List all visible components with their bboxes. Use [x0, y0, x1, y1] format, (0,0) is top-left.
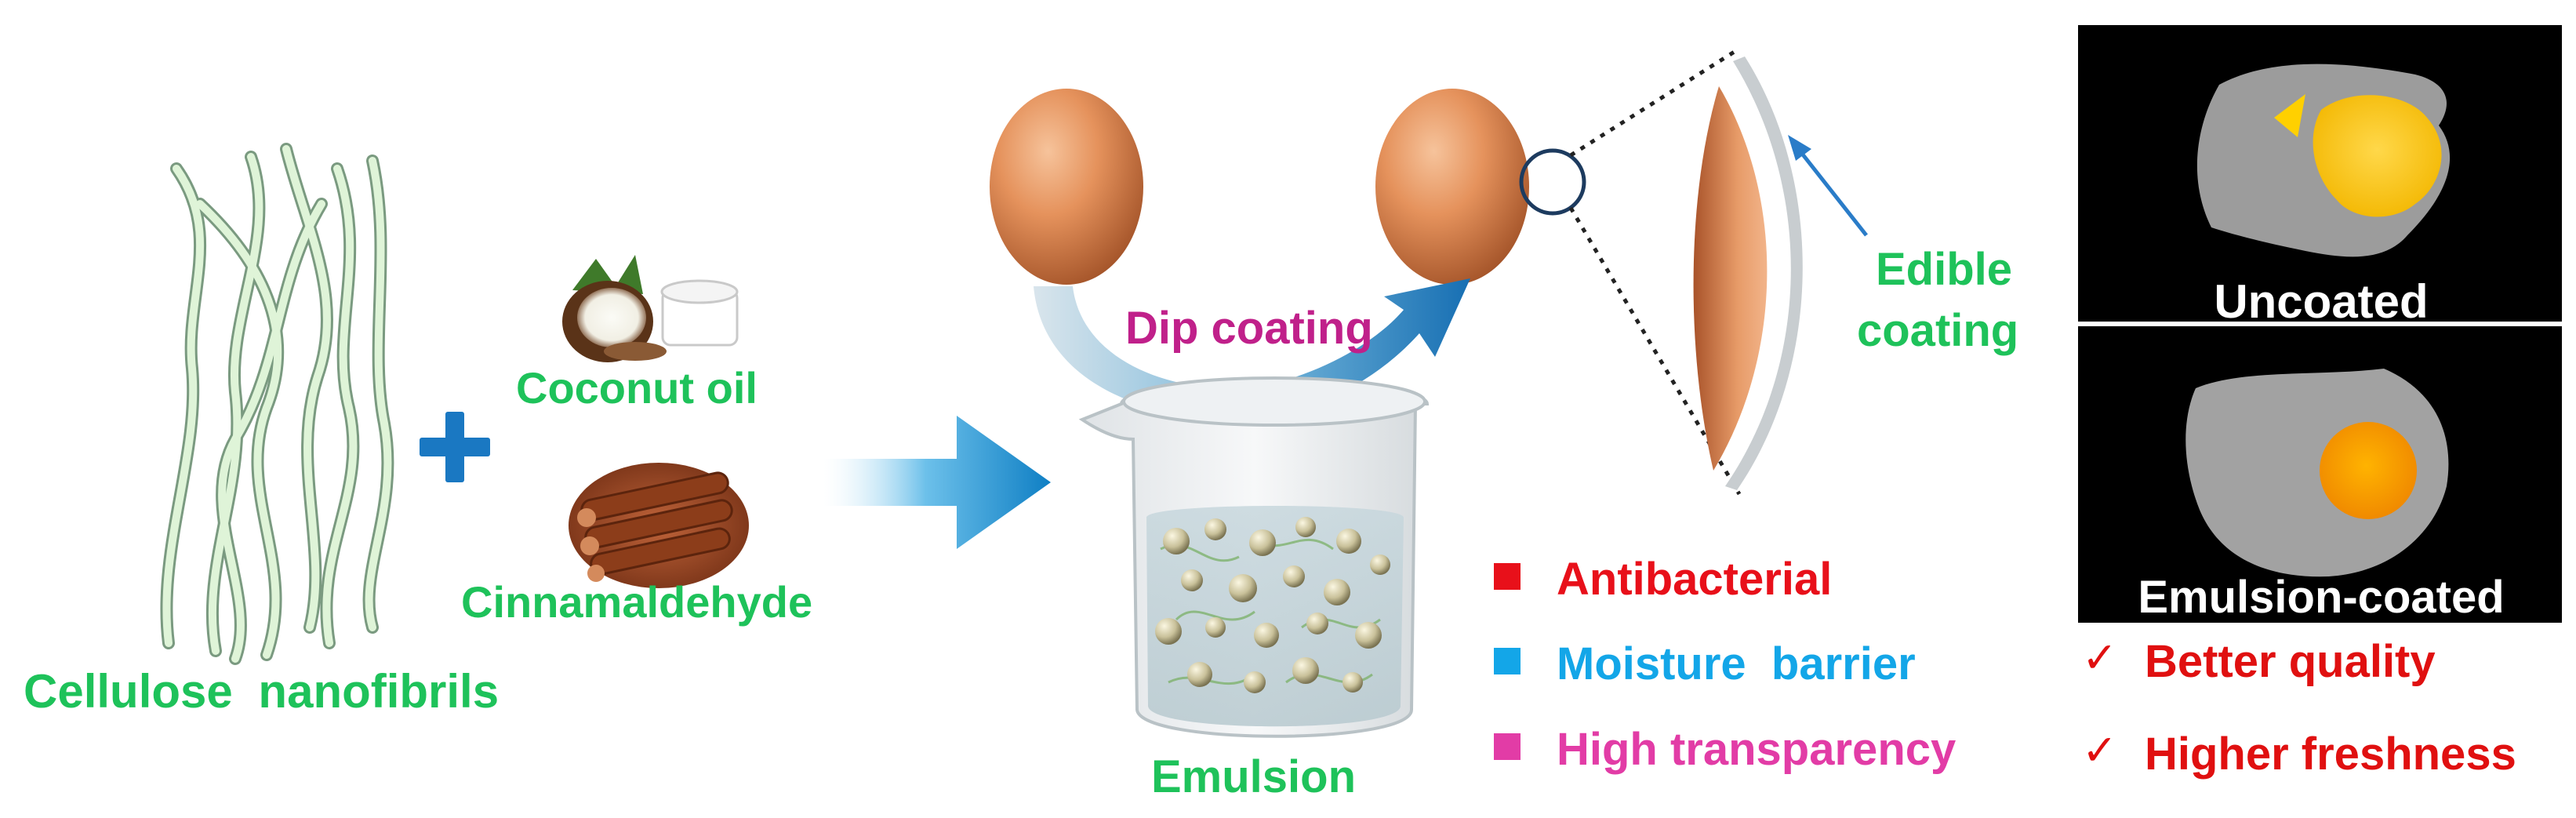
uncoated-caption: Uncoated [2214, 275, 2429, 328]
cellulose-nanofibrils-illustration [160, 143, 394, 665]
moisture-barrier-marker [1494, 648, 1521, 674]
coconut-oil-image [562, 255, 739, 362]
higher-freshness-label: Higher freshness [2145, 729, 2516, 780]
arrow-right-icon [823, 416, 1051, 549]
edible-coating-pointer [1788, 135, 1868, 237]
transparency-marker [1494, 733, 1521, 760]
emulsion-droplets [1155, 517, 1390, 693]
check-icon: ✓ [2082, 725, 2118, 775]
antibacterial-label: Antibacterial [1557, 554, 1833, 605]
emulsion-label: Emulsion [1151, 751, 1357, 802]
dip-coating-label: Dip coating [1125, 303, 1373, 354]
cellulose-nanofibrils-label: Cellulose nanofibrils [24, 665, 500, 718]
dip-coating-arrow [1034, 278, 1470, 418]
transparency-label: High transparency [1557, 724, 1957, 775]
egg-coated-illustration [1375, 89, 1529, 285]
beaker-illustration [1078, 376, 1430, 738]
photo-emulsion-coated [2078, 326, 2562, 623]
shell-cross-section [1693, 56, 1803, 490]
edible-coating-label-line2: coating [1857, 305, 2019, 356]
moisture-barrier-label: Moisture barrier [1557, 638, 1916, 689]
photo-uncoated [2078, 25, 2562, 322]
plus-icon [420, 412, 490, 482]
better-quality-label: Better quality [2145, 636, 2436, 687]
egg-uncoated-illustration [990, 89, 1143, 285]
edible-coating-label-line1: Edible [1876, 244, 2013, 295]
antibacterial-marker [1494, 563, 1521, 590]
coconut-oil-label: Coconut oil [516, 363, 758, 413]
check-icon: ✓ [2082, 633, 2118, 682]
emulsion-coated-caption: Emulsion-coated [2138, 572, 2505, 623]
cinnamaldehyde-label: Cinnamaldehyde [461, 577, 813, 627]
cinnamon-image [569, 463, 749, 588]
zoom-circle [1519, 148, 1586, 216]
